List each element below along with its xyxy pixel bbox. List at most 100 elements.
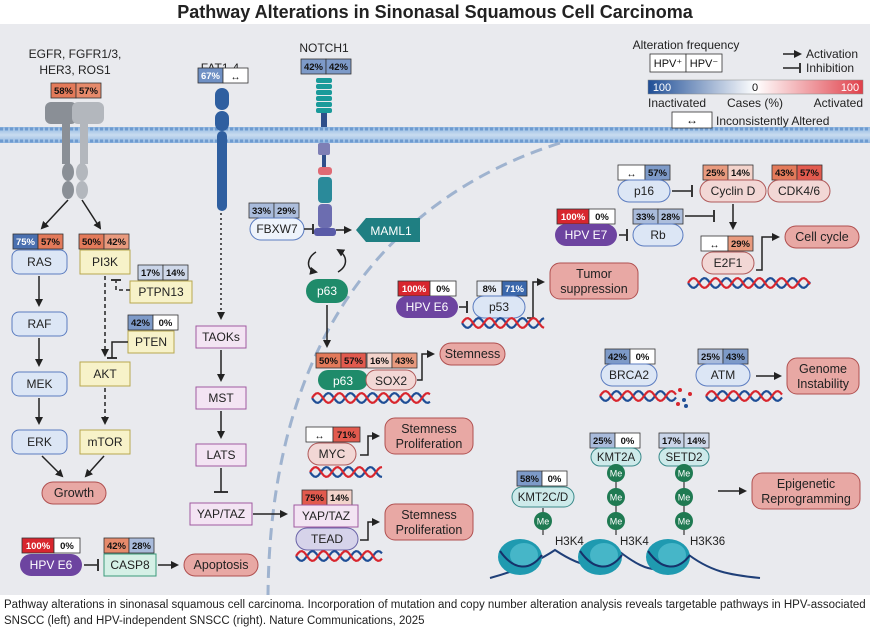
svg-text:0%: 0% xyxy=(621,436,635,447)
svg-text:HPV E7: HPV E7 xyxy=(565,228,608,242)
svg-text:100%: 100% xyxy=(561,212,586,223)
svg-text:HER3, ROS1: HER3, ROS1 xyxy=(39,63,111,77)
svg-text:NOTCH1: NOTCH1 xyxy=(299,41,349,55)
svg-text:0%: 0% xyxy=(548,474,562,485)
svg-text:Me: Me xyxy=(610,469,623,479)
dna-helix xyxy=(705,389,783,403)
svg-text:42%: 42% xyxy=(107,541,127,552)
svg-text:Alteration frequency: Alteration frequency xyxy=(633,38,740,52)
figure-title: Pathway Alterations in Sinonasal Squamou… xyxy=(177,2,693,22)
svg-text:29%: 29% xyxy=(731,239,751,250)
methyl-group: Me xyxy=(607,488,625,506)
bidirectional-arrow-icon: ↔ xyxy=(686,113,698,127)
dna-helix xyxy=(309,465,383,479)
svg-text:14%: 14% xyxy=(731,168,751,179)
mtor-node: mTOR xyxy=(79,429,131,455)
svg-text:25%: 25% xyxy=(593,436,613,447)
svg-text:100: 100 xyxy=(653,82,671,94)
svg-text:H3K36: H3K36 xyxy=(690,536,725,548)
svg-text:Proliferation: Proliferation xyxy=(396,523,463,537)
svg-text:100%: 100% xyxy=(402,284,427,295)
dna-helix xyxy=(687,276,811,290)
svg-text:p53: p53 xyxy=(489,300,509,314)
dna-break xyxy=(676,388,692,408)
dna-helices xyxy=(295,276,811,563)
cdk46-node: 43% 57% CDK4/6 xyxy=(767,164,831,203)
svg-text:Reprogramming: Reprogramming xyxy=(761,492,851,506)
svg-text:28%: 28% xyxy=(661,212,681,223)
svg-text:p16: p16 xyxy=(634,184,654,198)
svg-text:Instability: Instability xyxy=(797,377,850,391)
svg-text:MST: MST xyxy=(208,391,234,405)
setd2-node: 17% 14% SETD2 xyxy=(658,432,710,467)
apoptosis-outcome: Apoptosis xyxy=(84,553,259,577)
svg-text:Me: Me xyxy=(537,517,550,527)
svg-text:EGFR, FGFR1/3,: EGFR, FGFR1/3, xyxy=(29,47,122,61)
growth-outcome: Growth xyxy=(41,481,107,505)
svg-text:↔: ↔ xyxy=(627,169,637,180)
kmt2a-node: 25% 0% KMT2A xyxy=(589,432,642,467)
svg-text:↔: ↔ xyxy=(710,240,720,251)
stemness-proliferation-1: Stemness Proliferation xyxy=(360,417,474,456)
svg-text:Cell cycle: Cell cycle xyxy=(795,230,849,244)
svg-text:PTPN13: PTPN13 xyxy=(138,285,184,299)
svg-text:RAF: RAF xyxy=(28,317,52,331)
svg-text:8%: 8% xyxy=(483,284,497,295)
svg-text:42%: 42% xyxy=(608,352,628,363)
svg-text:0%: 0% xyxy=(436,284,450,295)
svg-text:KMT2A: KMT2A xyxy=(597,452,636,464)
svg-text:Stemness: Stemness xyxy=(401,508,457,522)
svg-text:p63: p63 xyxy=(333,374,353,388)
svg-text:17%: 17% xyxy=(141,268,161,279)
stemness-proliferation-2: Stemness Proliferation xyxy=(360,503,474,541)
svg-text:Tumor: Tumor xyxy=(576,267,612,281)
svg-text:Cyclin D: Cyclin D xyxy=(711,184,756,198)
myc-node: ↔ 71% MYC xyxy=(305,426,361,466)
svg-text:Activation: Activation xyxy=(806,47,858,61)
methyl-group: Me xyxy=(534,512,552,530)
notch-receptor: NOTCH1 42% 42% xyxy=(299,41,352,236)
erk-node: ERK xyxy=(11,429,68,455)
mek-node: MEK xyxy=(11,371,68,397)
svg-text:YAP/TAZ: YAP/TAZ xyxy=(197,507,245,521)
svg-text:↔: ↔ xyxy=(315,431,325,442)
svg-text:42%: 42% xyxy=(329,62,349,73)
svg-text:57%: 57% xyxy=(800,168,820,179)
sox2-node: SOX2 xyxy=(365,369,417,391)
svg-text:HPV⁺: HPV⁺ xyxy=(654,58,683,70)
svg-text:14%: 14% xyxy=(166,268,186,279)
svg-text:E2F1: E2F1 xyxy=(714,256,743,270)
akt-node: AKT xyxy=(79,361,131,387)
svg-text:CASP8: CASP8 xyxy=(110,558,150,572)
svg-text:75%: 75% xyxy=(16,237,36,248)
cell-cycle-arrows xyxy=(619,185,737,241)
svg-text:YAP/TAZ: YAP/TAZ xyxy=(302,509,350,523)
p63-top-node: p63 xyxy=(306,279,348,303)
p63-node: p63 xyxy=(318,370,368,390)
svg-text:33%: 33% xyxy=(636,212,656,223)
maml1-node: MAML1 xyxy=(356,218,420,242)
hpv-e6-right-node: 100% 0% HPV E6 xyxy=(396,280,458,318)
dna-helix xyxy=(311,391,431,405)
svg-text:HPV E6: HPV E6 xyxy=(30,558,73,572)
svg-text:ERK: ERK xyxy=(27,435,52,449)
svg-text:0%: 0% xyxy=(60,541,74,552)
nuclear-envelope xyxy=(266,141,561,595)
yaptaz-node: 75% 14% YAP/TAZ xyxy=(293,489,359,528)
nucleosome xyxy=(498,539,543,575)
svg-text:71%: 71% xyxy=(337,430,357,441)
svg-text:PTEN: PTEN xyxy=(135,335,167,349)
egfr-badge: 58% 57% xyxy=(50,82,102,99)
svg-text:SETD2: SETD2 xyxy=(665,452,702,464)
svg-text:Stemness: Stemness xyxy=(445,347,501,361)
e2f1-node: ↔ 29% E2F1 xyxy=(700,235,755,275)
svg-text:Cases (%): Cases (%) xyxy=(727,96,783,110)
svg-text:Me: Me xyxy=(610,517,623,527)
genome-instability-outcome: Genome Instability xyxy=(756,357,860,395)
ptpn13-node: 17% 14% PTPN13 xyxy=(129,264,193,304)
svg-text:100%: 100% xyxy=(26,541,51,552)
svg-text:42%: 42% xyxy=(131,318,151,329)
svg-text:TAOKs: TAOKs xyxy=(202,330,240,344)
casp8-node: 42% 28% CASP8 xyxy=(103,537,157,577)
